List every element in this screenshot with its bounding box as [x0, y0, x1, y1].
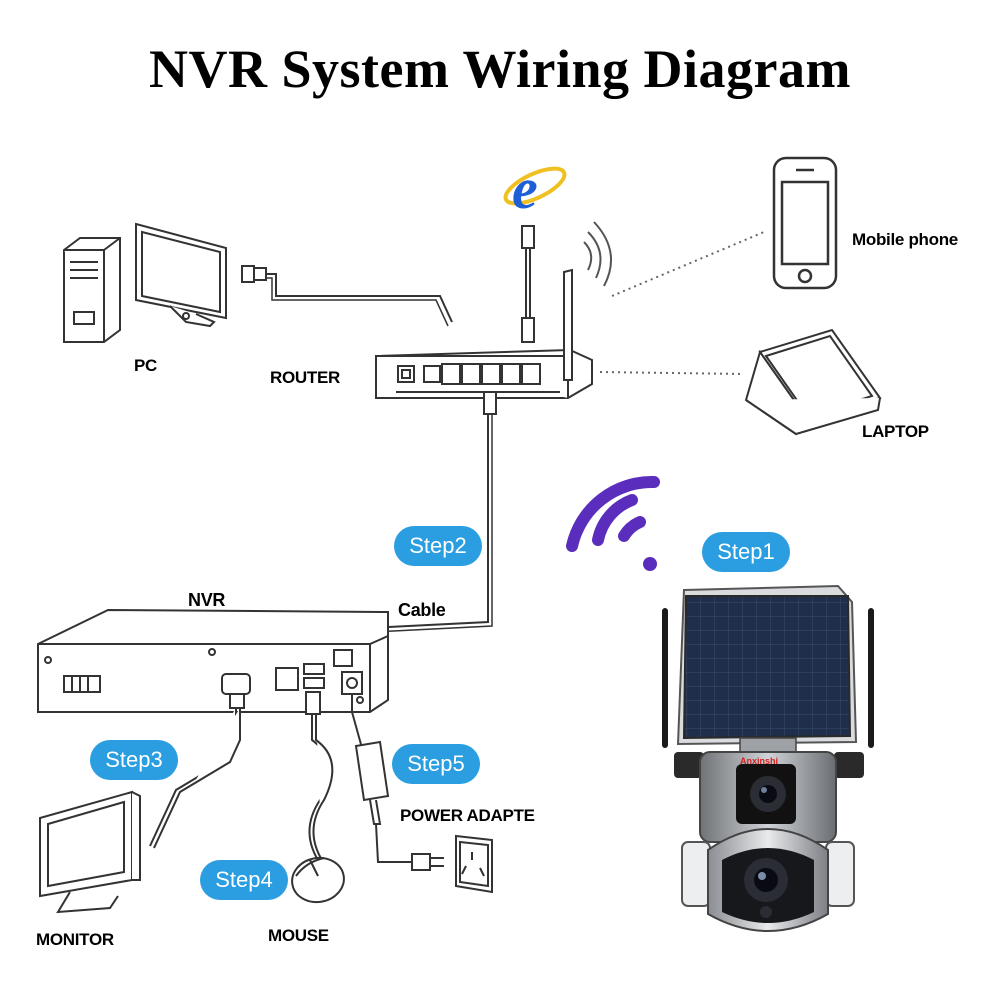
solar-camera-icon: Anxinshi [662, 584, 874, 932]
vga-cable [149, 693, 245, 849]
nvr-icon [37, 608, 389, 713]
diagram-title: NVR System Wiring Diagram [149, 39, 851, 99]
svg-text:e: e [512, 156, 538, 221]
wifi-signal-icon [566, 475, 660, 571]
power-adapter-label: POWER ADAPTE [400, 806, 535, 825]
step5-badge: Step5 [392, 744, 480, 784]
router-plug [483, 391, 497, 415]
rj45-plug-icon [241, 265, 267, 283]
step4-badge: Step4 [200, 860, 288, 900]
monitor-icon [135, 222, 227, 328]
mouse-cable [305, 691, 334, 861]
wireless-link-mobile [611, 231, 765, 297]
step2-badge: Step2 [394, 526, 482, 566]
router-icon [375, 268, 593, 399]
camera-brand-label: Anxinshi [740, 756, 778, 766]
step3-badge: Step3 [90, 740, 178, 780]
nvr-label: NVR [188, 590, 226, 610]
mouse-label: MOUSE [268, 926, 329, 945]
power-adapter-icon [354, 740, 444, 871]
internet-explorer-icon: e [503, 156, 567, 221]
wall-outlet-icon [455, 834, 493, 894]
router-wifi-waves [583, 221, 612, 287]
mouse-icon [291, 856, 345, 904]
mobile-phone-icon [772, 156, 838, 290]
router-label: ROUTER [270, 368, 340, 387]
mobile-phone-label: Mobile phone [852, 230, 958, 249]
step1-badge: Step1 [702, 532, 790, 572]
laptop-label: LAPTOP [862, 422, 929, 441]
internet-cable [521, 225, 535, 343]
laptop-icon [744, 328, 882, 436]
pc-label: PC [134, 356, 158, 375]
display-monitor-icon [39, 790, 141, 914]
wireless-link-laptop [599, 371, 745, 375]
monitor-label: MONITOR [36, 930, 114, 949]
desktop-tower-icon [63, 237, 121, 343]
cable-label: Cable [398, 600, 446, 620]
